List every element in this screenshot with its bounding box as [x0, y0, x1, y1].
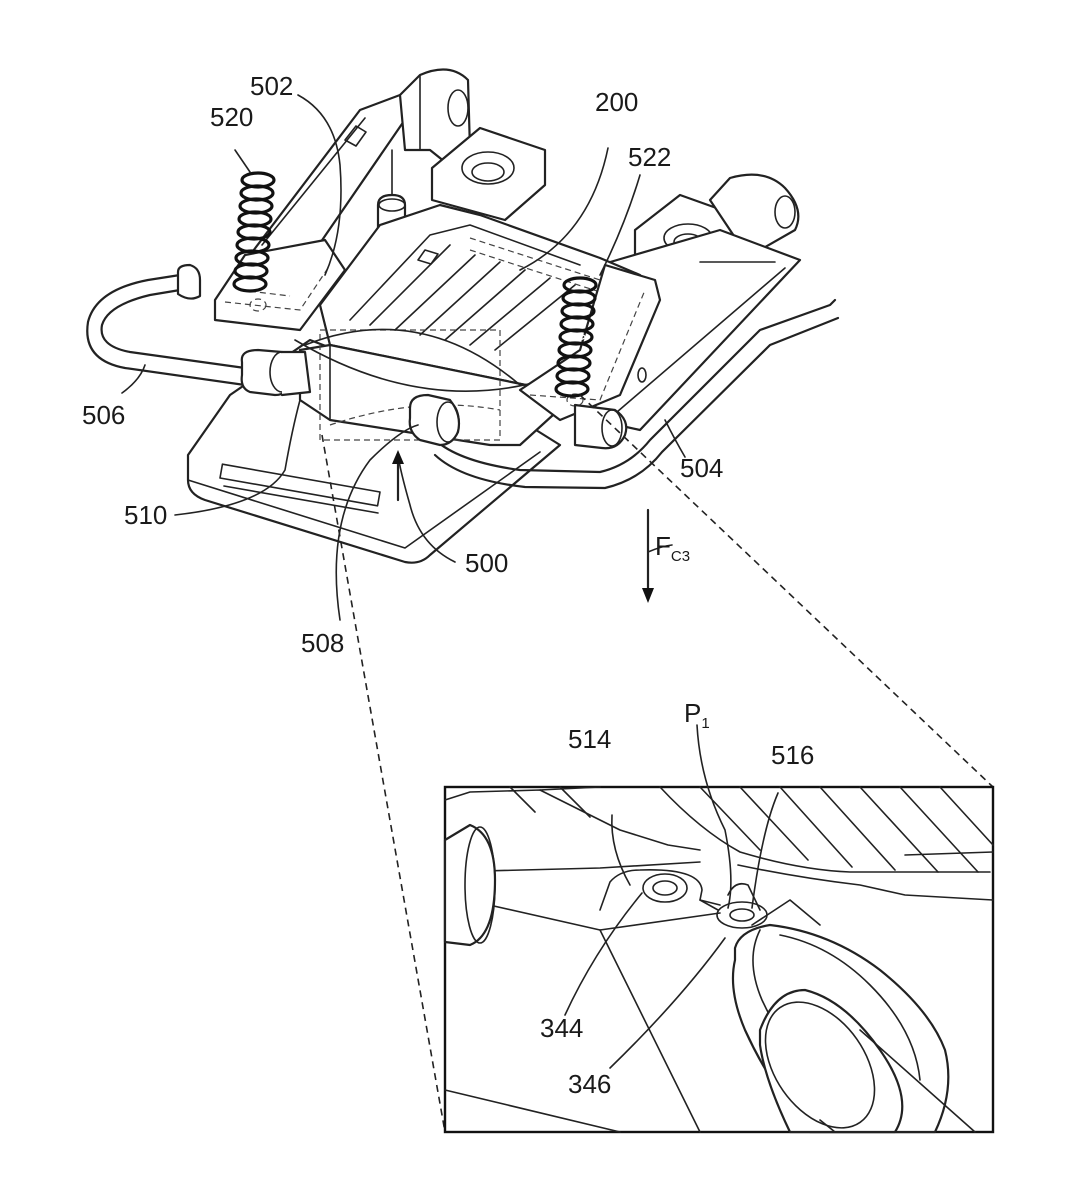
- label-200: 200: [595, 87, 638, 117]
- magnification-lines: [321, 394, 994, 1133]
- label-502: 502: [250, 71, 293, 101]
- point-sub: 1: [701, 715, 709, 732]
- label-508: 508: [301, 628, 344, 658]
- label-force: FC3: [655, 531, 690, 565]
- spring-520: [232, 171, 276, 293]
- label-510: 510: [124, 500, 167, 530]
- left-bracket: [213, 238, 347, 332]
- label-516: 516: [771, 740, 814, 770]
- label-346: 346: [568, 1069, 611, 1099]
- force-main: F: [655, 531, 671, 561]
- base-plate: [186, 338, 562, 564]
- label-506: 506: [82, 400, 125, 430]
- label-522: 522: [628, 142, 671, 172]
- label-p1: P1: [684, 698, 710, 732]
- tube-506: [86, 263, 312, 397]
- right-bracket: [518, 263, 662, 422]
- label-500: 500: [465, 548, 508, 578]
- force-sub: C3: [671, 548, 690, 565]
- label-520: 520: [210, 102, 253, 132]
- reference-labels: 502 520 200 522 506 504 510 500 508 FC3 …: [82, 71, 814, 1099]
- label-504: 504: [680, 453, 723, 483]
- label-344: 344: [540, 1013, 583, 1043]
- leader-lines: [121, 94, 686, 621]
- point-main: P: [684, 698, 701, 728]
- label-514: 514: [568, 724, 611, 754]
- spring-522: [554, 276, 598, 398]
- tube-504: [408, 298, 840, 490]
- detail-inset: [443, 724, 995, 1134]
- force-arrow: [642, 508, 673, 603]
